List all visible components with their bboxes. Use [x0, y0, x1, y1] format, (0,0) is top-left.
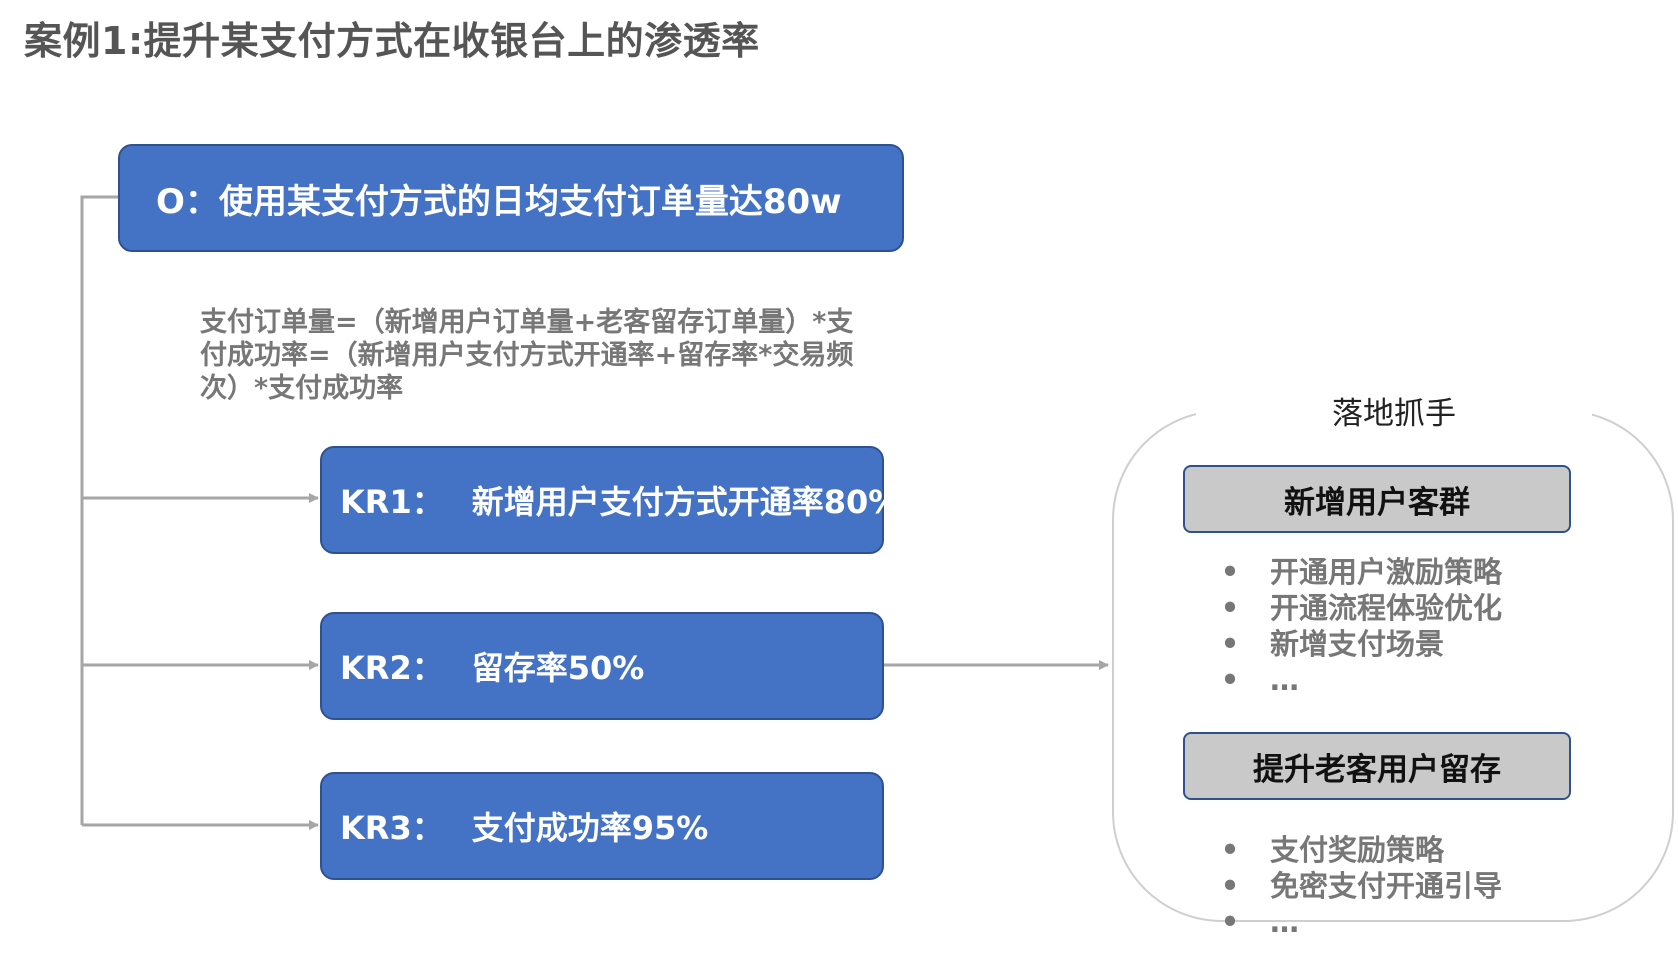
list-item: • 开通用户激励策略 [1220, 554, 1502, 590]
list-item: •… [1220, 904, 1502, 940]
kr-box-3: KR3： 支付成功率95% [320, 772, 884, 880]
list-item: • 新增支付场景 [1220, 626, 1502, 662]
bullet-dot-icon: • [1220, 663, 1240, 697]
list-item-label: 开通用户激励策略 [1270, 555, 1503, 589]
list-item-label: 开通流程体验优化 [1270, 591, 1503, 625]
bullet-dot-icon: • [1220, 591, 1240, 625]
kr-box-2: KR2： 留存率50% [320, 612, 884, 720]
list-item-label: 新增支付场景 [1270, 627, 1445, 661]
list-item: •… [1220, 662, 1502, 698]
bullet-dot-icon: • [1220, 555, 1240, 589]
landing-title: 落地抓手 [1332, 396, 1456, 432]
kr-label: 留存率50% [471, 649, 645, 687]
list-item: • 支付奖励策略 [1220, 832, 1502, 868]
bullet-dot-icon: • [1220, 905, 1240, 939]
group-list-new-users: •开通用户激励策略 •开通流程体验优化 •新增支付场景 •… [1220, 554, 1502, 698]
bullet-dot-icon: • [1220, 833, 1240, 867]
group-list-retention: •支付奖励策略 •免密支付开通引导 •… [1220, 832, 1502, 940]
objective-box: O：使用某支付方式的日均支付订单量达80w [118, 144, 904, 252]
kr-id: KR1： [340, 483, 444, 521]
kr-label: 新增用户支付方式开通率80% [471, 483, 901, 521]
list-item-label: 支付奖励策略 [1270, 833, 1445, 867]
page-title: 案例1:提升某支付方式在收银台上的渗透率 [24, 19, 760, 63]
bullet-dot-icon: • [1220, 869, 1240, 903]
kr-id: KR3： [340, 809, 444, 847]
kr-id: KR2： [340, 649, 444, 687]
list-item-label: 免密支付开通引导 [1270, 869, 1503, 903]
kr-box-1: KR1： 新增用户支付方式开通率80% [320, 446, 900, 554]
objective-label: O：使用某支付方式的日均支付订单量达80w [156, 181, 842, 222]
list-item: • 开通流程体验优化 [1220, 590, 1502, 626]
kr-label: 支付成功率95% [471, 809, 709, 847]
formula-text: 支付订单量=（新增用户订单量+老客留存订单量）*支付成功率=（新增用户支付方式开… [200, 307, 854, 404]
group-header-new-users: 新增用户客群 [1183, 465, 1571, 533]
list-item-label: … [1270, 905, 1299, 939]
list-item: • 免密支付开通引导 [1220, 868, 1502, 904]
group-header-retention: 提升老客用户留存 [1183, 732, 1571, 800]
list-item-label: … [1270, 663, 1299, 697]
bullet-dot-icon: • [1220, 627, 1240, 661]
landing-title-backdrop [1196, 392, 1592, 432]
trunk-line [80, 195, 118, 825]
